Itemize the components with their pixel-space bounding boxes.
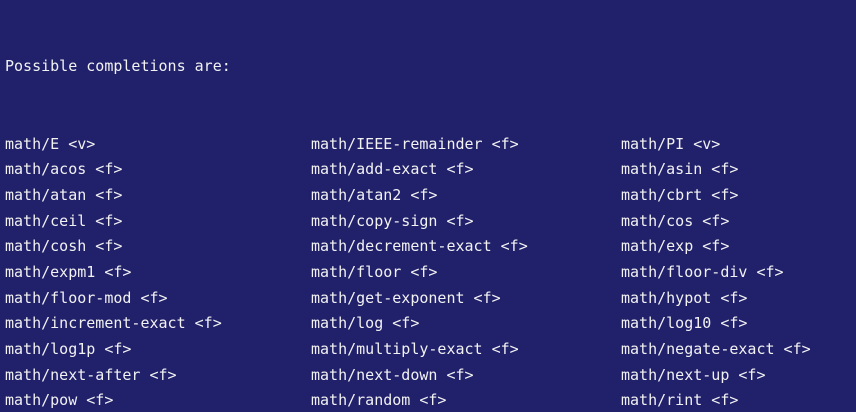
completion-item: math/next-after <f> [5, 365, 177, 384]
completion-item: math/atan2 <f> [311, 185, 438, 204]
completion-item: math/rint <f> [621, 391, 739, 410]
completion-row: math/ceil <f> math/copy-sign <f> math/cos … [5, 209, 856, 235]
completion-item: math/expm1 <f> [5, 262, 132, 281]
completion-row: math/E <v> math/IEEE-remainder <f> math/PI… [5, 132, 856, 158]
completion-item: math/add-exact <f> [311, 160, 474, 179]
completion-item: math/cbrt <f> [621, 185, 739, 204]
completion-row: math/next-after <f> math/next-down <f> mat… [5, 363, 856, 389]
completion-row: math/log1p <f> math/multiply-exact <f> mat… [5, 337, 856, 363]
completion-item: math/pow <f> [5, 391, 114, 410]
completion-item: math/negate-exact <f> [621, 340, 811, 358]
completion-item: math/log <f> [311, 314, 420, 333]
completion-item: math/hypot <f> [621, 288, 748, 307]
completion-item: math/random <f> [311, 391, 447, 410]
completion-row: math/acos <f> math/add-exact <f> math/asin… [5, 157, 856, 183]
completions-header: Possible completions are: [5, 57, 231, 76]
completion-item: math/cosh <f> [5, 237, 123, 256]
completion-item: math/PI <v> [621, 134, 721, 153]
completion-item: math/decrement-exact <f> [311, 237, 528, 256]
completion-row: math/pow <f> math/random <f> math/rint <f> [5, 388, 856, 412]
completion-item: math/get-exponent <f> [311, 288, 501, 307]
completion-row: math/increment-exact <f> math/log <f> math… [5, 311, 856, 337]
completion-row: math/atan <f> math/atan2 <f> math/cbrt <f> [5, 183, 856, 209]
completions-grid: math/E <v> math/IEEE-remainder <f> math/PI… [5, 132, 856, 412]
completion-item: math/multiply-exact <f> [311, 340, 519, 358]
completion-item: math/floor <f> [311, 262, 438, 281]
completion-item: math/E <v> [5, 134, 96, 153]
completion-row: math/floor-mod <f> math/get-exponent <f> m… [5, 286, 856, 312]
completion-item: math/atan <f> [5, 185, 123, 204]
completion-item: math/increment-exact <f> [5, 314, 222, 333]
completion-item: math/log1p <f> [5, 340, 132, 358]
completion-item: math/copy-sign <f> [311, 211, 474, 230]
completion-item: math/asin <f> [621, 160, 739, 179]
completion-item: math/floor-mod <f> [5, 288, 168, 307]
completion-item: math/ceil <f> [5, 211, 123, 230]
completion-item: math/next-up <f> [621, 365, 766, 384]
completion-item: math/floor-div <f> [621, 262, 784, 281]
completion-item: math/acos <f> [5, 160, 123, 179]
completion-item: math/next-down <f> [311, 365, 474, 384]
completion-row: math/expm1 <f> math/floor <f> math/floor-d… [5, 260, 856, 286]
completion-item: math/log10 <f> [621, 314, 748, 333]
completion-row: math/cosh <f> math/decrement-exact <f> mat… [5, 234, 856, 260]
completion-item: math/cos <f> [621, 211, 730, 230]
completion-item: math/IEEE-remainder <f> [311, 134, 519, 153]
completion-item: math/exp <f> [621, 237, 730, 256]
